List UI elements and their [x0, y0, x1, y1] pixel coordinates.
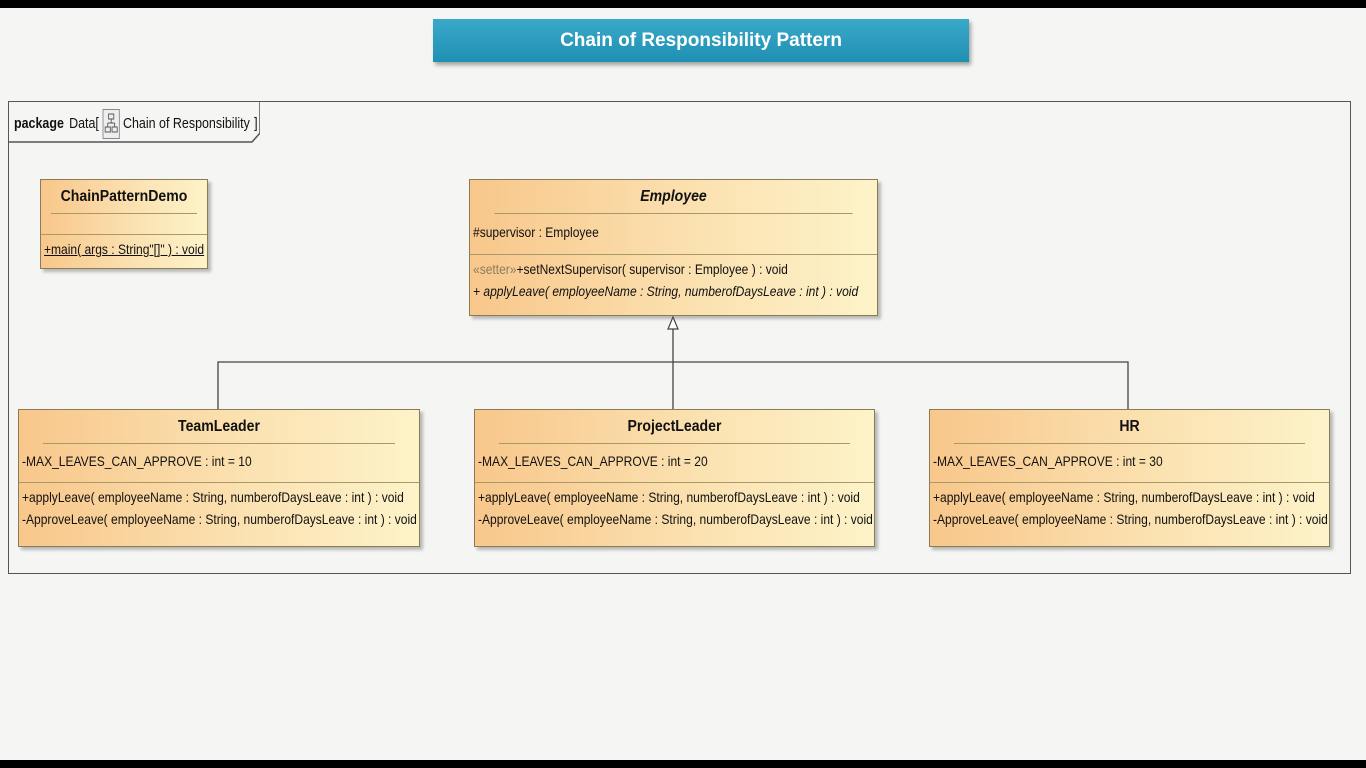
slide: Chain of Responsibility Pattern [0, 8, 1366, 760]
operation: + applyLeave( employeeName : String, num… [473, 283, 859, 299]
package-bracket-open: [ [95, 116, 99, 132]
class-hr[interactable]: HR -MAX_LEAVES_CAN_APPROVE : int = 30 +a… [929, 409, 1330, 547]
diagram-name: Chain of Responsibility [122, 116, 250, 132]
operation: +main( args : String"[]" ) : void [44, 241, 205, 257]
stereotype: «setter» [473, 261, 517, 277]
operations-compartment: +applyLeave( employeeName : String, numb… [475, 483, 874, 533]
attribute: -MAX_LEAVES_CAN_APPROVE : int = 10 [22, 453, 252, 469]
generalization-line-hr [673, 361, 1129, 409]
package-tab [8, 101, 260, 143]
attributes-compartment: -MAX_LEAVES_CAN_APPROVE : int = 10 [19, 444, 419, 483]
operation: -ApproveLeave( employeeName : String, nu… [22, 511, 417, 527]
attributes-compartment: -MAX_LEAVES_CAN_APPROVE : int = 30 [930, 444, 1329, 483]
title-banner: Chain of Responsibility Pattern [433, 19, 969, 62]
class-projectleader[interactable]: ProjectLeader -MAX_LEAVES_CAN_APPROVE : … [474, 409, 875, 547]
operation: -ApproveLeave( employeeName : String, nu… [933, 511, 1328, 527]
package-label: package Data [ Chain of Responsibility ] [14, 109, 258, 139]
class-name: Employee [494, 180, 853, 214]
attribute: -MAX_LEAVES_CAN_APPROVE : int = 30 [933, 453, 1163, 469]
package-name: Data [69, 116, 96, 132]
class-diagram-icon [102, 109, 120, 139]
operations-compartment: «setter»+setNextSupervisor( supervisor :… [470, 255, 877, 305]
class-name: HR [953, 410, 1306, 444]
generalization-line-teamleader [217, 361, 673, 409]
operation: -ApproveLeave( employeeName : String, nu… [478, 511, 873, 527]
class-name: ProjectLeader [498, 410, 851, 444]
class-teamleader[interactable]: TeamLeader -MAX_LEAVES_CAN_APPROVE : int… [18, 409, 420, 547]
operation: «setter»+setNextSupervisor( supervisor :… [473, 261, 788, 277]
operations-compartment: +main( args : String"[]" ) : void [41, 235, 207, 263]
generalization-arrowhead [667, 315, 679, 330]
class-employee[interactable]: Employee #supervisor : Employee «setter»… [469, 179, 878, 316]
attribute: #supervisor : Employee [473, 224, 599, 240]
attribute: -MAX_LEAVES_CAN_APPROVE : int = 20 [478, 453, 708, 469]
operations-compartment: +applyLeave( employeeName : String, numb… [930, 483, 1329, 533]
attributes-compartment [41, 214, 207, 235]
class-name: ChainPatternDemo [50, 180, 198, 214]
attributes-compartment: -MAX_LEAVES_CAN_APPROVE : int = 20 [475, 444, 874, 483]
operation: +applyLeave( employeeName : String, numb… [478, 489, 860, 505]
package-frame [8, 101, 1351, 574]
operations-compartment: +applyLeave( employeeName : String, numb… [19, 483, 419, 533]
class-name: TeamLeader [43, 410, 395, 444]
attributes-compartment: #supervisor : Employee [470, 214, 877, 255]
class-chainpatterndemo[interactable]: ChainPatternDemo +main( args : String"[]… [40, 179, 208, 269]
package-bracket-close: ] [254, 116, 258, 132]
operation: +applyLeave( employeeName : String, numb… [22, 489, 404, 505]
package-keyword: package [14, 116, 64, 132]
operation: +applyLeave( employeeName : String, numb… [933, 489, 1315, 505]
